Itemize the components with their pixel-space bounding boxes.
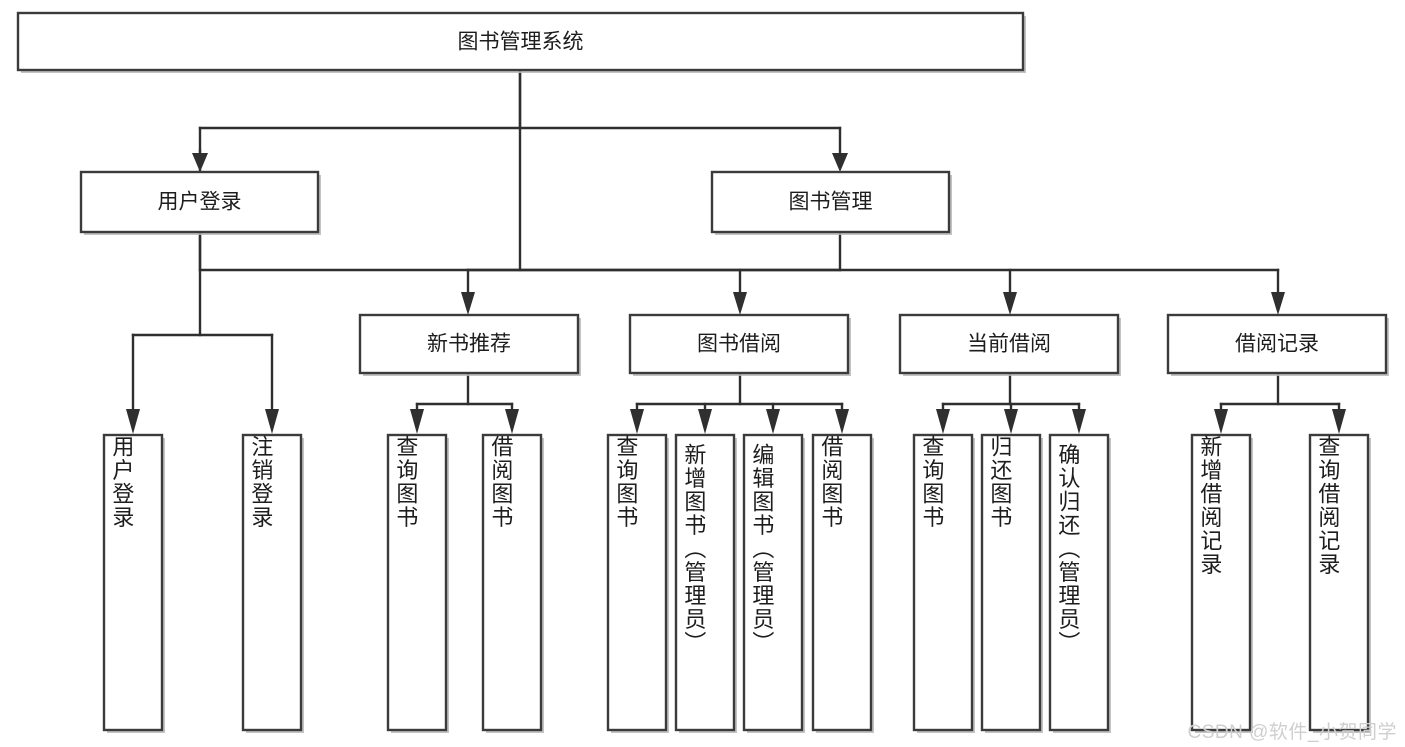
node-leaf-query-book-3[interactable] [912,433,974,732]
node-root-label: 图书管理系统 [458,31,584,54]
arrow-new-book-recommend [461,292,475,315]
arrow-book-manage [832,153,848,172]
arrow-leaf-user-logout [265,409,279,434]
node-leaf-add-book-admin[interactable] [674,433,736,732]
arrow-book-borrow [733,292,747,315]
node-leaf-borrow-book-2[interactable] [811,433,873,732]
node-borrow-record[interactable] [1166,313,1388,375]
node-book-manage[interactable] [710,170,951,234]
node-book-borrow[interactable] [628,313,850,375]
connector-group [126,68,1346,434]
node-user-login-label: 用户登录 [158,191,242,214]
node-leaf-user-login[interactable] [102,433,164,732]
arrow-leaf-borrow-book-2 [835,409,849,434]
arrow-leaf-user-login [126,409,140,434]
arrow-leaf-borrow-book-1 [505,409,519,434]
node-current-borrow-label: 当前借阅 [967,333,1051,356]
node-leaf-query-book-2[interactable] [606,433,668,732]
arrow-leaf-add-borrow-record [1214,409,1228,434]
arrow-current-borrow [1003,292,1017,315]
node-leaf-user-logout[interactable] [241,433,303,732]
node-new-book-recommend[interactable] [358,313,580,375]
node-root[interactable] [16,11,1025,72]
node-leaf-return-book[interactable] [980,433,1042,732]
node-leaf-query-borrow-record[interactable] [1308,433,1370,732]
node-leaf-edit-book-admin[interactable] [742,433,804,732]
arrow-leaf-query-book-3 [936,409,950,434]
arrow-leaf-query-book-2 [630,409,644,434]
arrow-leaf-query-book-1 [410,409,424,434]
node-borrow-record-label: 借阅记录 [1235,333,1319,356]
arrow-leaf-return-book [1004,409,1018,434]
node-book-borrow-label: 图书借阅 [697,333,781,356]
node-book-manage-label: 图书管理 [789,191,873,214]
node-user-login[interactable] [79,170,320,234]
arrow-leaf-confirm-return-admin [1072,409,1086,434]
watermark-text: CSDN @软件_小贺同学 [1187,722,1397,743]
node-new-book-recommend-label: 新书推荐 [427,333,511,356]
arrow-leaf-query-borrow-record [1332,409,1346,434]
arrow-leaf-edit-book-admin [766,409,780,434]
node-leaf-add-borrow-record[interactable] [1190,433,1252,732]
node-current-borrow[interactable] [898,313,1120,375]
node-leaf-borrow-book-1[interactable] [481,433,543,732]
node-leaf-query-book-1[interactable] [386,433,448,732]
arrow-borrow-record [1271,292,1285,315]
node-group: 图书管理系统 用户登录 图书管理 新书推荐 图书借阅 当前借阅 借阅记录 [16,11,1389,733]
arrow-leaf-add-book-admin [698,409,712,434]
arrow-user-login [192,153,208,172]
node-leaf-confirm-return-admin[interactable] [1048,433,1110,732]
